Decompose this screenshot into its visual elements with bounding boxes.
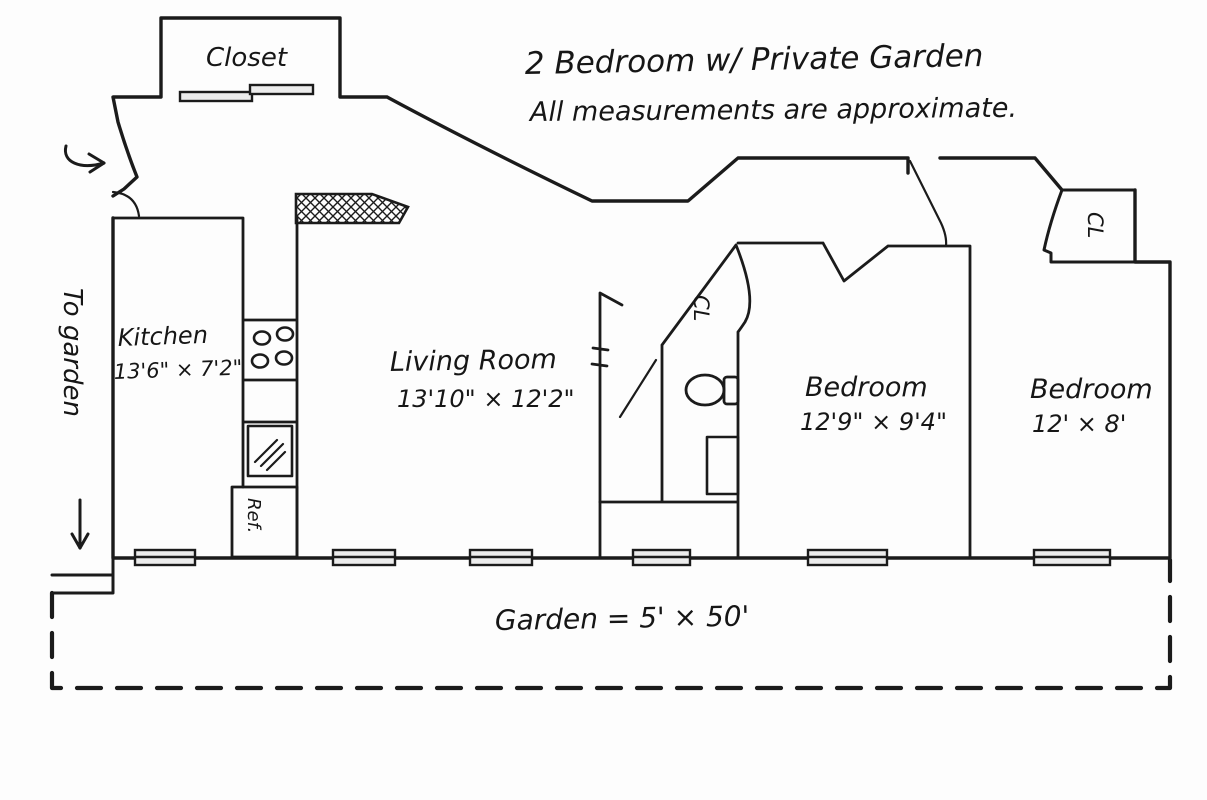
vanity-box — [705, 435, 740, 496]
bedroom-2-dims: 12' × 8' — [1032, 410, 1126, 438]
garden-steps — [50, 556, 115, 595]
sink-icon — [246, 424, 294, 478]
kitchen-dims: 13'6" × 7'2" — [113, 356, 242, 384]
living-room-dims: 13'10" × 12'2" — [397, 385, 575, 413]
outer-walls — [111, 16, 1172, 560]
window — [133, 548, 197, 567]
entry-door-arc — [111, 190, 141, 218]
bedroom-walls — [736, 241, 972, 560]
bathroom-walls — [598, 243, 752, 560]
closet-label: Closet — [206, 43, 288, 73]
to-garden-arrow-icon — [70, 498, 90, 550]
bedroom-1-dims: 12'9" × 9'4" — [800, 408, 947, 436]
to-garden-label: To garden — [57, 288, 87, 417]
refrigerator-box — [230, 485, 299, 559]
hall-door-leaf — [908, 159, 948, 248]
window — [806, 548, 889, 567]
stove-burners-icon — [250, 326, 295, 369]
toilet-icon — [684, 373, 740, 407]
plan-note: All measurements are approximate. — [528, 93, 1017, 128]
kitchen-walls — [111, 216, 299, 560]
kitchen-label: Kitchen — [117, 321, 208, 352]
window — [331, 548, 397, 567]
bedroom-2-closet-walls — [1042, 188, 1137, 264]
window — [468, 548, 534, 567]
entry-arrow-icon — [64, 144, 106, 174]
garden-boundary — [49, 557, 1173, 691]
window — [631, 548, 692, 567]
bedroom-1-label: Bedroom — [805, 372, 928, 403]
closet-door-track — [248, 83, 315, 96]
bedroom-2-label: Bedroom — [1030, 374, 1153, 405]
refrigerator-label: Ref. — [243, 498, 264, 533]
bathroom-closet-label: CL — [689, 295, 713, 321]
window — [1032, 548, 1112, 567]
garden-label: Garden = 5' × 50' — [495, 600, 750, 637]
plan-title: 2 Bedroom w/ Private Garden — [525, 38, 984, 82]
hatched-block — [294, 192, 410, 225]
closet-door-track — [178, 90, 254, 103]
living-hall-wall — [590, 291, 624, 560]
living-room-label: Living Room — [390, 344, 557, 378]
bathroom-door-leaf — [618, 358, 658, 419]
windows — [133, 83, 1112, 567]
bedroom-2-closet-label: CL — [1083, 212, 1107, 238]
